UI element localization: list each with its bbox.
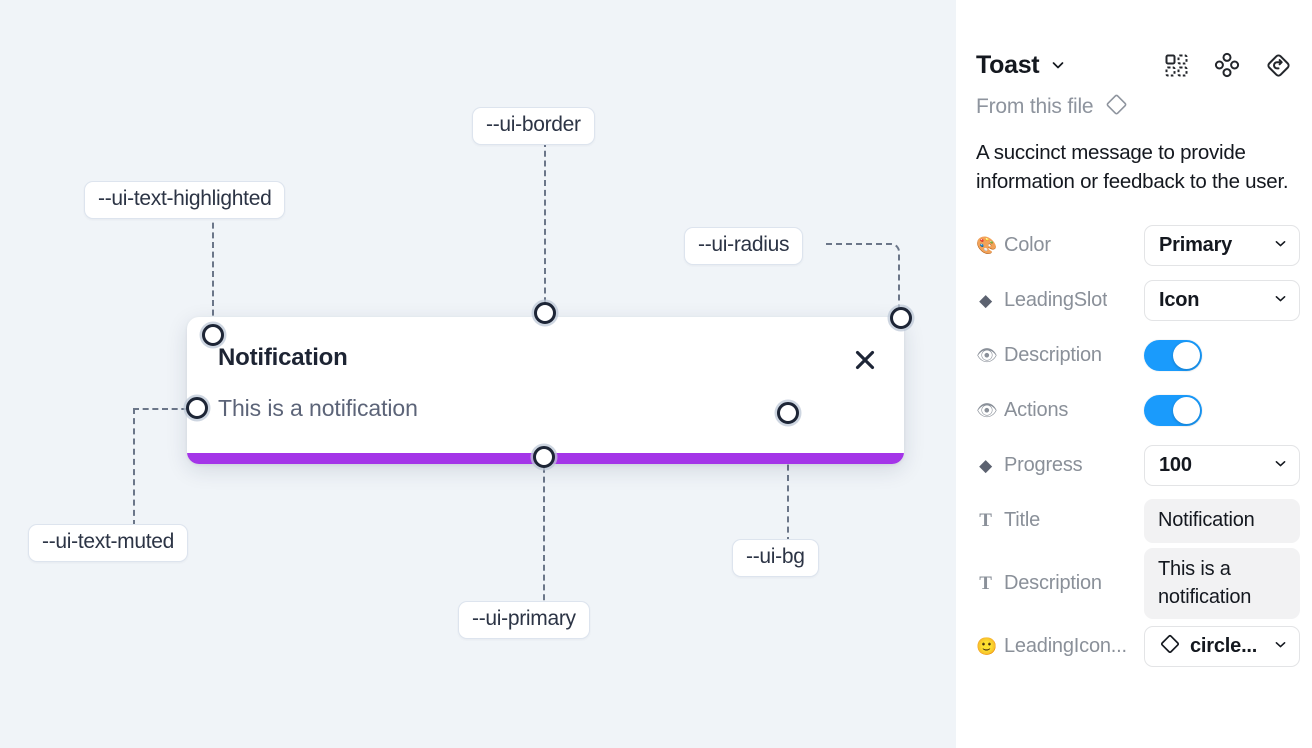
property-label-description-toggle: 👁 Description xyxy=(976,344,1144,367)
connector-ui-primary xyxy=(543,457,545,610)
property-row-progress: ◆ Progress 100 xyxy=(976,438,1300,493)
toast-description: This is a notification xyxy=(218,395,418,421)
component-icon[interactable] xyxy=(1164,53,1189,78)
diamond-glyph-icon: ◆ xyxy=(979,456,992,476)
annotation-ui-border[interactable]: --ui-border xyxy=(472,107,595,145)
progress-select[interactable]: 100 xyxy=(1144,445,1300,487)
property-label-description-text: T Description xyxy=(976,572,1144,595)
chevron-down-icon xyxy=(1273,454,1288,477)
annotation-ui-bg[interactable]: --ui-bg xyxy=(732,539,819,577)
connector-ui-border xyxy=(544,141,546,313)
description-input[interactable]: This is a notification xyxy=(1144,548,1300,620)
anchor-ui-text-muted[interactable] xyxy=(186,397,208,419)
anchor-ui-border[interactable] xyxy=(534,302,556,324)
label-text: Description xyxy=(1004,344,1102,367)
property-label-color: 🎨 Color xyxy=(976,234,1144,257)
chevron-down-icon xyxy=(1273,289,1288,312)
property-control-description-toggle xyxy=(1144,340,1292,372)
close-icon[interactable] xyxy=(850,345,880,375)
title-input[interactable]: Notification xyxy=(1144,498,1300,543)
property-row-color: 🎨 Color Primary xyxy=(976,218,1300,273)
leadingicon-select-value-wrap: circle... xyxy=(1159,633,1273,661)
eye-emoji-icon: 👁 xyxy=(976,346,998,366)
property-label-leadingslot: ◆ LeadingSlot xyxy=(976,289,1144,312)
actions-toggle[interactable] xyxy=(1144,395,1202,427)
property-control-leadingicon: circle... xyxy=(1144,626,1300,668)
label-text: Progress xyxy=(1004,454,1083,477)
connector-ui-bg xyxy=(787,413,789,543)
connector-ui-text-highlighted xyxy=(212,213,214,335)
panel-header-actions xyxy=(1164,52,1292,79)
toast-title: Notification xyxy=(218,344,348,371)
property-row-leadingslot: ◆ LeadingSlot Icon xyxy=(976,273,1300,328)
anchor-ui-bg[interactable] xyxy=(777,402,799,424)
panel-title: Toast xyxy=(976,50,1040,79)
toast-component-preview[interactable]: Notification This is a notification xyxy=(187,317,904,464)
text-glyph-icon: T xyxy=(979,510,992,532)
diamond-glyph-icon: ◆ xyxy=(979,291,992,311)
annotation-ui-radius[interactable]: --ui-radius xyxy=(684,227,804,265)
leadingslot-select-value: Icon xyxy=(1159,289,1200,312)
label-text: Description xyxy=(1004,572,1102,595)
label-text: Color xyxy=(1004,234,1051,257)
property-control-description-text: This is a notification xyxy=(1144,548,1300,620)
connector-ui-text-muted-v xyxy=(133,408,135,526)
leadingslot-select[interactable]: Icon xyxy=(1144,280,1300,322)
property-label-progress: ◆ Progress xyxy=(976,454,1144,477)
chevron-down-icon xyxy=(1273,234,1288,257)
palette-emoji-icon: 🎨 xyxy=(976,236,997,256)
from-this-file-row[interactable]: From this file xyxy=(976,92,1292,122)
chevron-down-icon xyxy=(1273,635,1288,658)
property-label-actions-toggle: 👁 Actions xyxy=(976,399,1144,422)
property-row-description-text: T Description This is a notification xyxy=(976,548,1300,620)
connector-ui-radius xyxy=(826,243,900,318)
toggle-knob xyxy=(1173,397,1200,425)
label-text: Title xyxy=(1004,509,1041,532)
panel-header: Toast xyxy=(976,34,1292,96)
annotation-ui-primary[interactable]: --ui-primary xyxy=(458,601,590,639)
label-text: LeadingIcon... xyxy=(1004,635,1127,658)
annotation-ui-text-muted[interactable]: --ui-text-muted xyxy=(28,524,189,562)
label-text: LeadingSlot xyxy=(1004,289,1108,312)
property-control-leadingslot: Icon xyxy=(1144,280,1300,322)
property-row-description-toggle: 👁 Description xyxy=(976,328,1292,383)
connector-ui-text-muted-h xyxy=(133,408,197,410)
property-label-title: T Title xyxy=(976,509,1144,532)
diamond-icon xyxy=(1159,633,1181,661)
color-select[interactable]: Primary xyxy=(1144,225,1300,267)
property-row-leadingicon: 🙂 LeadingIcon... circle... xyxy=(976,619,1300,674)
leadingicon-select[interactable]: circle... xyxy=(1144,626,1300,668)
anchor-ui-radius[interactable] xyxy=(890,307,912,329)
description-toggle[interactable] xyxy=(1144,340,1202,372)
label-text: Actions xyxy=(1004,399,1069,422)
chevron-down-icon[interactable] xyxy=(1050,57,1066,73)
anchor-ui-primary[interactable] xyxy=(533,446,555,468)
smiley-emoji-icon: 🙂 xyxy=(976,637,997,657)
property-control-color: Primary xyxy=(1144,225,1300,267)
property-control-actions-toggle xyxy=(1144,395,1292,427)
from-this-file-label: From this file xyxy=(976,95,1094,118)
annotation-ui-text-highlighted[interactable]: --ui-text-highlighted xyxy=(84,181,286,219)
variants-icon[interactable] xyxy=(1214,52,1240,78)
property-row-actions-toggle: 👁 Actions xyxy=(976,383,1292,438)
diamond-icon xyxy=(1104,92,1129,122)
progress-select-value: 100 xyxy=(1159,454,1192,477)
color-select-value: Primary xyxy=(1159,234,1233,257)
component-description: A succinct message to provide informatio… xyxy=(976,141,1289,194)
property-label-leadingicon: 🙂 LeadingIcon... xyxy=(976,635,1144,658)
property-control-progress: 100 xyxy=(1144,445,1300,487)
reset-icon[interactable] xyxy=(1265,52,1292,79)
design-canvas[interactable]: Notification This is a notification --ui… xyxy=(0,0,956,748)
property-control-title: Notification xyxy=(1144,498,1300,543)
toggle-knob xyxy=(1173,342,1200,370)
leadingicon-select-value: circle... xyxy=(1190,635,1258,658)
property-row-title: T Title Notification xyxy=(976,493,1300,548)
properties-panel: Toast xyxy=(956,0,1312,748)
text-glyph-icon: T xyxy=(979,573,992,595)
anchor-ui-text-highlighted[interactable] xyxy=(202,324,224,346)
eye-emoji-icon: 👁 xyxy=(976,401,998,421)
